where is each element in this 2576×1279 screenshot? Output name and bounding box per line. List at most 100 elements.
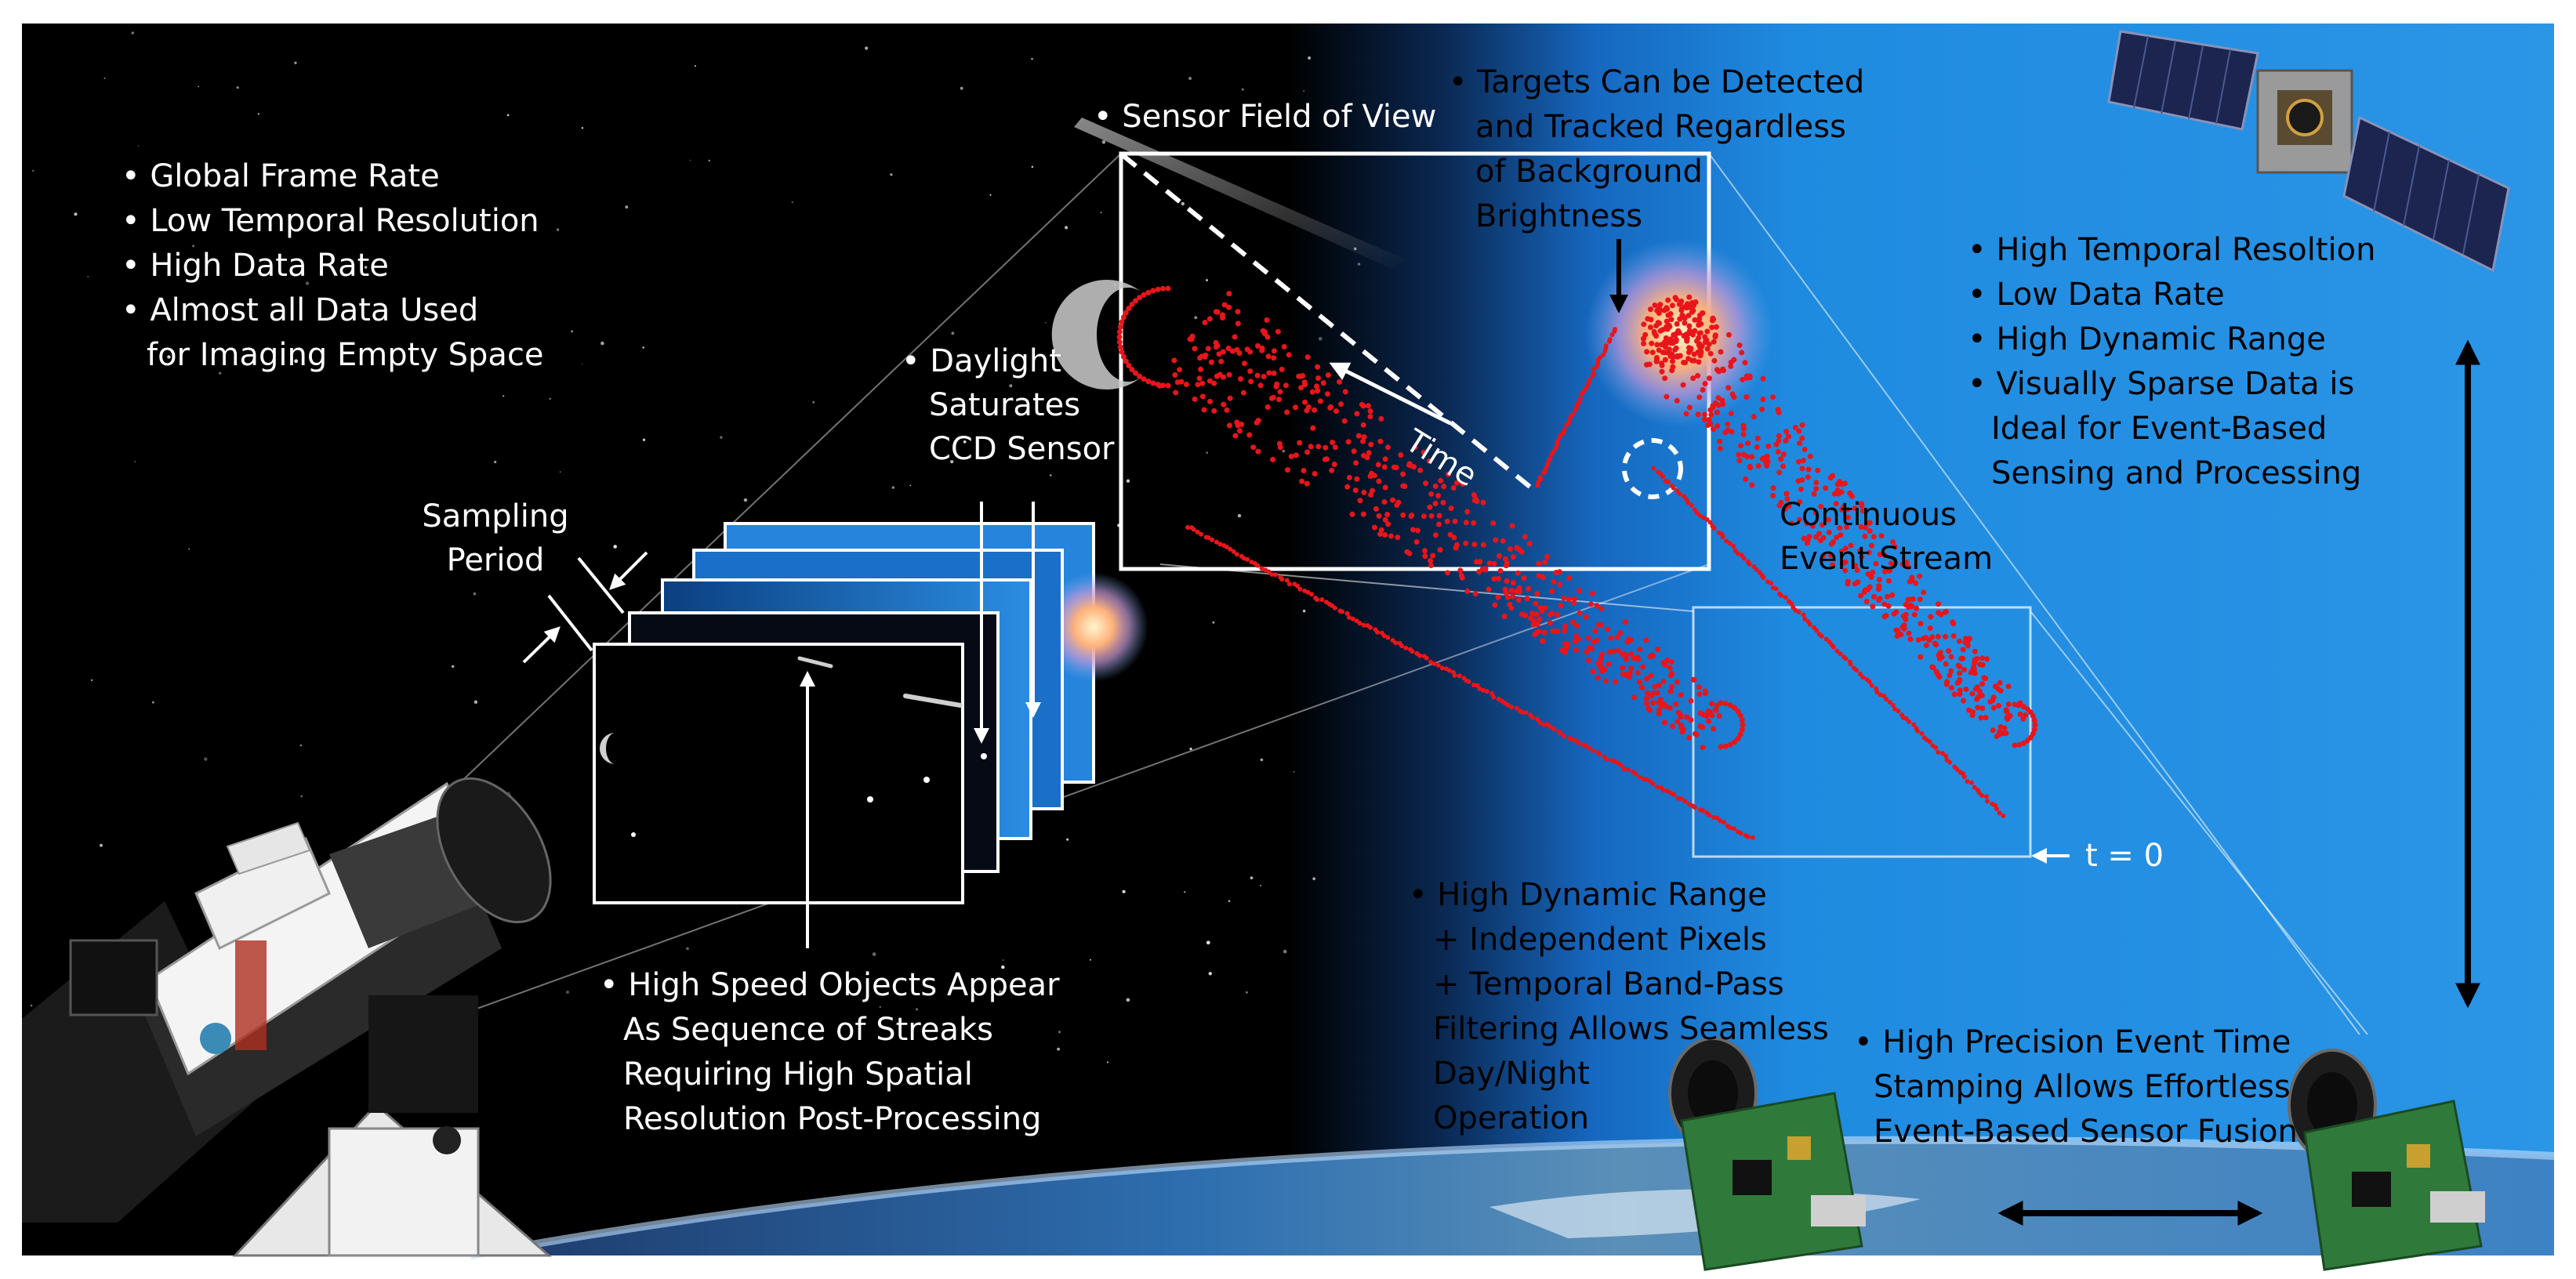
event-point [1801,447,1808,452]
event-point [1878,533,1885,539]
event-point [1877,596,1883,602]
event-point [1716,368,1722,375]
event-point [1678,692,1684,698]
event-point [1549,588,1555,594]
star [1228,900,1231,903]
event-point [1709,324,1715,331]
event-point [1664,657,1671,663]
dashed-target-circle [1622,438,1683,499]
event-point [1896,708,1901,714]
event-point [1505,594,1511,600]
event-point [1211,380,1217,386]
event-point [1681,360,1687,365]
frame-moon [600,733,615,764]
svg-text:Day/Night: Day/Night [1433,1056,1590,1092]
event-point [1602,666,1608,672]
event-point [1652,330,1658,336]
event-point [1798,486,1804,492]
event-point [1264,317,1270,323]
event-point [1304,408,1310,414]
event-point [1828,541,1834,547]
event-point [2030,713,2036,719]
event-point [1235,309,1241,315]
event-point [1319,597,1325,603]
event-point [1235,321,1241,327]
event-point [1815,467,1821,473]
event-point [1686,734,1693,741]
svg-text:Saturates: Saturates [929,387,1080,423]
event-point [1670,358,1675,364]
event-point [1968,780,1974,785]
event-point [1718,700,1724,706]
event-point [1796,458,1801,465]
event-point [1717,438,1723,444]
event-point [1743,373,1750,379]
event-point [1588,601,1594,607]
event-point [1564,644,1570,650]
event-point [1323,456,1330,462]
star [1241,88,1244,91]
event-point [1694,510,1700,516]
event-point [1509,523,1515,529]
event-point [1520,710,1525,715]
event-point [1477,559,1483,565]
event-point [1838,532,1844,538]
event-point [1984,656,1990,662]
star [1031,165,1034,168]
right-bullet-4: • Visually Sparse Data is [1968,366,2354,402]
event-point [1395,534,1401,541]
star [1293,770,1295,773]
event-point [1738,831,1743,836]
event-point [1534,621,1540,628]
event-point [1997,679,2003,686]
event-point [1477,686,1482,691]
event-point [1905,564,1911,571]
event-point [1668,317,1674,323]
event-point [1729,429,1735,435]
event-point [1749,454,1755,460]
event-point [1269,572,1275,577]
event-point [1751,563,1757,569]
event-point [1646,707,1653,713]
event-point [1192,396,1198,402]
event-point [1165,382,1171,389]
event-point [1838,506,1845,513]
event-point [1210,537,1215,542]
star [642,346,644,349]
event-point [1388,533,1395,539]
star [503,395,505,397]
satellite-image [2107,30,2510,273]
svg-text:Requiring High Spatial: Requiring High Spatial [623,1056,973,1092]
event-point [1378,527,1384,533]
star [1208,972,1213,976]
star [305,281,310,285]
event-point [1551,449,1556,455]
star [385,266,387,268]
event-point [1946,648,1952,654]
event-point [2032,722,2038,728]
event-point [1367,414,1373,419]
event-point [1352,487,1359,494]
precision-bullet: • High Precision Event Time Stamping All… [1854,1024,2298,1150]
event-point [1272,348,1277,354]
event-point [1312,407,1318,413]
event-point [1431,661,1437,666]
star [625,205,629,209]
event-point [1796,516,1802,523]
event-point [1550,628,1556,634]
event-point [1713,707,1719,713]
event-point [1842,567,1849,574]
event-point [1229,348,1235,354]
event-point [1406,461,1413,467]
event-point [1472,591,1478,597]
event-point [1737,712,1743,719]
left-bullet-3: • High Data Rate [122,248,389,284]
star [1206,279,1208,281]
star [90,679,93,682]
event-point [1505,702,1511,708]
event-point [1480,499,1486,505]
event-point [1656,699,1662,705]
event-point [1502,556,1508,562]
event-point [1642,332,1649,338]
event-point [1674,321,1680,327]
